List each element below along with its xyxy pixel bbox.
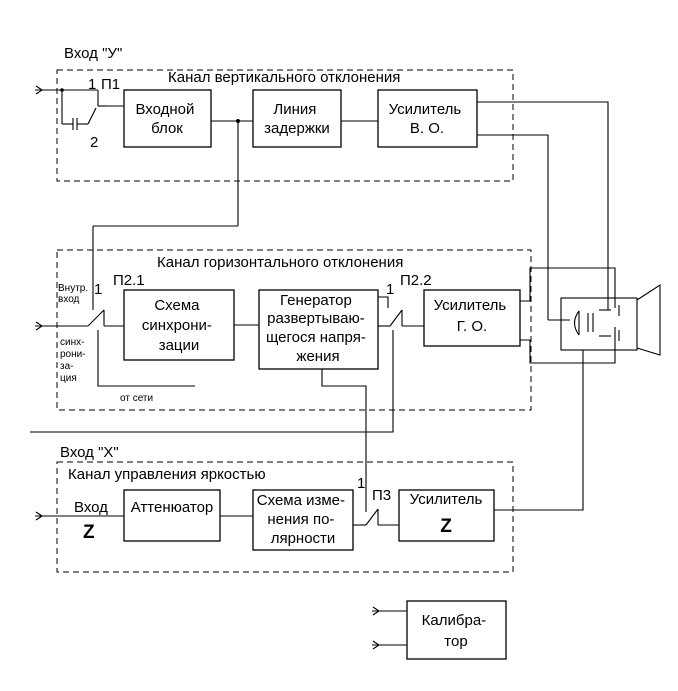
switch-p1-pos2: 2 bbox=[90, 134, 98, 151]
brightness-channel-title: Канал управления яркостью bbox=[68, 466, 266, 483]
sweep-generator-label: Генератор развертываю- щегося напря- жен… bbox=[266, 292, 370, 365]
switch-p3-pos1: 1 bbox=[357, 475, 365, 492]
switch-p1-label: П1 bbox=[101, 76, 120, 93]
horizontal-channel-title: Канал горизонтального отклонения bbox=[157, 254, 403, 271]
calibrator-outputs bbox=[372, 606, 407, 650]
brightness-input-wiring bbox=[35, 511, 124, 521]
vertical-channel-frame bbox=[56, 69, 514, 182]
calibrator-block bbox=[406, 600, 507, 660]
sync-label: синх- рони- за- ция bbox=[60, 337, 88, 384]
horizontal-channel-frame bbox=[56, 249, 532, 411]
amplifier-go-label: Усилитель Г. О. bbox=[434, 297, 511, 335]
internal-input-label: Внутр. вход bbox=[58, 283, 91, 305]
mains-label: от сети bbox=[120, 393, 153, 404]
amplifier-z-block bbox=[398, 489, 495, 542]
vertical-signal-path bbox=[92, 101, 609, 310]
vertical-input-wiring bbox=[35, 85, 124, 130]
input-z-label: Вход bbox=[74, 499, 108, 516]
horizontal-signal-path bbox=[30, 267, 616, 512]
amplifier-vo-label: Усилитель В. О. bbox=[389, 101, 466, 137]
polarity-scheme-block bbox=[252, 489, 354, 551]
switch-p1-pos1: 1 bbox=[88, 76, 96, 93]
sync-scheme-block bbox=[123, 289, 235, 361]
input-y-label: Вход "У" bbox=[64, 45, 122, 62]
switch-p21-pos1: 1 bbox=[94, 281, 102, 298]
amplifier-z-letter: Z bbox=[440, 516, 452, 537]
polarity-scheme-label: Схема изме- нения по- лярности bbox=[257, 492, 349, 547]
switch-p22-label: П2.2 bbox=[400, 272, 432, 289]
delay-line-label: Линия задержки bbox=[264, 101, 330, 137]
input-x-label: Вход "Х" bbox=[60, 444, 119, 461]
sync-scheme-label: Схема синхрони- зации bbox=[142, 297, 216, 354]
brightness-signal-path bbox=[220, 354, 584, 526]
crt-tube bbox=[547, 283, 661, 356]
switch-p22-pos1: 1 bbox=[386, 281, 394, 298]
input-block bbox=[123, 89, 212, 148]
input-z-letter: Z bbox=[83, 522, 95, 543]
attenuator-label: Аттенюатор bbox=[131, 499, 214, 516]
delay-line-block bbox=[252, 89, 342, 148]
amplifier-go-block bbox=[423, 289, 521, 347]
sweep-generator-block bbox=[258, 289, 379, 370]
vertical-channel-title: Канал вертикального отклонения bbox=[168, 69, 400, 86]
brightness-channel-frame bbox=[56, 461, 514, 573]
amplifier-vo-block bbox=[377, 89, 478, 148]
horizontal-input-wiring bbox=[35, 309, 195, 387]
switch-p21-label: П2.1 bbox=[113, 272, 145, 289]
amplifier-z-label: Усилитель bbox=[410, 491, 483, 508]
calibrator-label: Калибра- тор bbox=[422, 612, 491, 650]
switch-p3-label: П3 bbox=[372, 487, 391, 504]
input-block-label: Входной блок bbox=[135, 101, 198, 137]
